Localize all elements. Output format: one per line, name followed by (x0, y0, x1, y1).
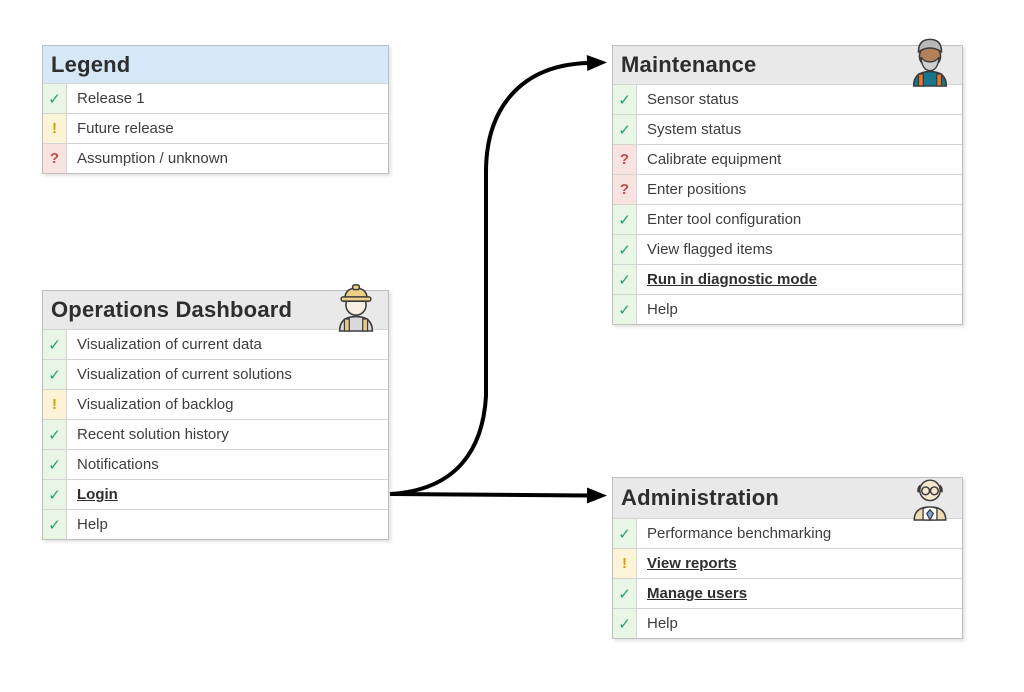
table-row: ! View reports (613, 548, 962, 578)
table-row: ? Assumption / unknown (43, 143, 388, 173)
table-row: ✓ Notifications (43, 449, 388, 479)
check-icon: ✓ (43, 480, 67, 509)
row-label: Notifications (77, 456, 159, 473)
table-row: ? Calibrate equipment (613, 144, 962, 174)
table-row: ✓ Visualization of current solutions (43, 359, 388, 389)
row-label: Performance benchmarking (647, 525, 832, 542)
mechanic-icon (901, 36, 959, 87)
row-label: View flagged items (647, 241, 773, 258)
exclamation-icon: ! (613, 549, 637, 578)
row-label: Calibrate equipment (647, 151, 782, 168)
legend-title: Legend (51, 51, 131, 77)
row-label: View reports (647, 555, 737, 572)
check-icon: ✓ (613, 579, 637, 608)
row-label: Enter positions (647, 181, 747, 198)
table-row: ✓ Recent solution history (43, 419, 388, 449)
check-icon: ✓ (43, 420, 67, 449)
row-label: Help (647, 301, 678, 318)
table-row: ✓ Performance benchmarking (613, 518, 962, 548)
operations-dashboard-table: Operations Dashboard ✓ Visualization of c… (42, 284, 389, 540)
check-icon: ✓ (613, 115, 637, 144)
operations-dashboard-title: Operations Dashboard (51, 297, 293, 322)
table-row: ! Visualization of backlog (43, 389, 388, 419)
row-label: Sensor status (647, 91, 739, 108)
maintenance-rows: ✓ Sensor status ✓ System status? Calibrate e… (613, 84, 962, 324)
check-icon: ✓ (613, 519, 637, 548)
administration-table: Administration ✓ Performance benchmarking… (612, 477, 963, 639)
administration-rows: ✓ Performance benchmarking! View reports ✓ M… (613, 518, 962, 638)
exclamation-icon: ! (43, 390, 67, 419)
row-label: Visualization of backlog (77, 396, 234, 413)
table-row: ✓ Manage users (613, 578, 962, 608)
table-row: ✓ Run in diagnostic mode (613, 264, 962, 294)
operations-dashboard-rows: ✓ Visualization of current data ✓ Visualiza… (43, 329, 388, 539)
row-label: Visualization of current data (77, 336, 262, 353)
table-row: ✓ View flagged items (613, 234, 962, 264)
row-label: Assumption / unknown (77, 150, 228, 167)
legend-rows: ✓ Release 1! Future release? Assumption / u… (43, 83, 388, 173)
table-row: ✓ Sensor status (613, 84, 962, 114)
legend-table: Legend ✓ Release 1! Future release? Assumpt… (42, 45, 389, 174)
arrow-ops-to-administration (389, 487, 607, 504)
construction-worker-icon (327, 281, 385, 332)
exclamation-icon: ! (43, 114, 67, 143)
maintenance-table: Maintenance ✓ Sensor status ✓ System status… (612, 38, 963, 325)
row-label: Help (647, 615, 678, 632)
legend-header: Legend (43, 46, 388, 83)
table-row: ✓ Login (43, 479, 388, 509)
check-icon: ✓ (613, 295, 637, 324)
question-icon: ? (43, 144, 67, 173)
table-row: ✓ Help (43, 509, 388, 539)
check-icon: ✓ (613, 265, 637, 294)
row-label: Manage users (647, 585, 748, 602)
check-icon: ✓ (43, 360, 67, 389)
question-icon: ? (613, 145, 637, 174)
check-icon: ✓ (613, 609, 637, 638)
table-row: ✓ Help (613, 608, 962, 638)
table-row: ✓ Release 1 (43, 83, 388, 113)
table-row: ! Future release (43, 113, 388, 143)
maintenance-header: Maintenance (613, 38, 962, 87)
row-label: Recent solution history (77, 426, 229, 443)
check-icon: ✓ (613, 205, 637, 234)
table-row: ✓ Help (613, 294, 962, 324)
row-label: Visualization of current solutions (77, 366, 292, 383)
check-icon: ✓ (613, 235, 637, 264)
administration-title: Administration (621, 485, 780, 510)
check-icon: ✓ (613, 85, 637, 114)
table-row: ✓ Enter tool configuration (613, 204, 962, 234)
row-label: Help (77, 516, 108, 533)
check-icon: ✓ (43, 84, 67, 113)
row-label: Login (77, 486, 118, 503)
maintenance-title: Maintenance (621, 52, 757, 77)
administrator-icon (901, 470, 959, 522)
arrow-ops-to-maintenance (389, 55, 607, 496)
row-label: System status (647, 121, 742, 138)
check-icon: ✓ (43, 510, 67, 539)
check-icon: ✓ (43, 450, 67, 479)
check-icon: ✓ (43, 330, 67, 359)
row-label: Enter tool configuration (647, 211, 802, 228)
question-icon: ? (613, 175, 637, 204)
administration-header: Administration (613, 478, 962, 522)
table-row: ✓ System status (613, 114, 962, 144)
row-label: Run in diagnostic mode (647, 271, 818, 288)
row-label: Release 1 (77, 90, 145, 107)
row-label: Future release (77, 120, 174, 137)
table-row: ✓ Visualization of current data (43, 329, 388, 359)
table-row: ? Enter positions (613, 174, 962, 204)
operations-dashboard-header: Operations Dashboard (43, 284, 388, 332)
